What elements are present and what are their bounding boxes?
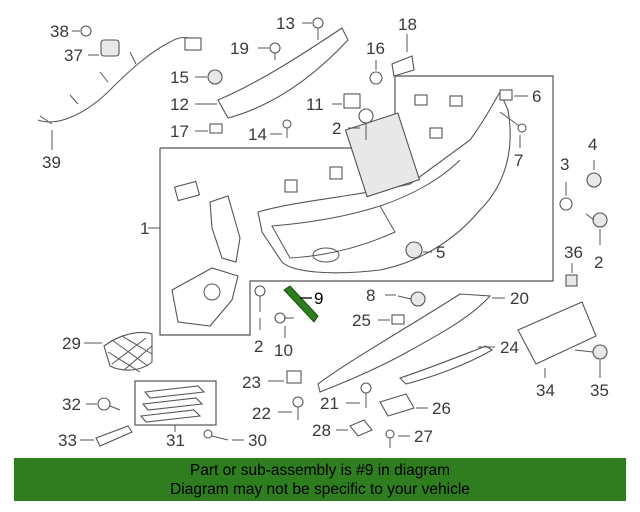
callout-36: 36 (564, 243, 583, 262)
bolt-part-32 (86, 397, 121, 411)
strip-part-33 (95, 425, 133, 447)
callout-32: 32 (62, 395, 81, 414)
bolt-part-8 (385, 291, 426, 307)
callout-4: 4 (588, 135, 597, 154)
clip-part-10 (274, 312, 294, 338)
callout-7: 7 (514, 151, 523, 170)
vehicle-fit-banner: Part or sub-assembly is #9 in diagram Di… (14, 458, 626, 501)
callout-10: 10 (274, 341, 293, 360)
callout-23: 23 (242, 373, 261, 392)
callout-28: 28 (312, 421, 331, 440)
callout-22: 22 (252, 404, 271, 423)
callout-26: 26 (432, 399, 451, 418)
clip-part-25 (378, 314, 405, 325)
screw-part-30 (203, 429, 244, 441)
screw-part-22 (278, 396, 304, 420)
callout-17: 17 (170, 122, 189, 141)
callout-12: 12 (170, 95, 189, 114)
trim-strip-part-12 (217, 27, 349, 119)
bracket-part-9-highlighted (283, 285, 319, 323)
callout-27: 27 (414, 427, 433, 446)
screw-part-27 (385, 429, 410, 448)
callout-3: 3 (560, 155, 569, 174)
clip-part-6 (499, 89, 528, 101)
callout-35: 35 (590, 381, 609, 400)
washer-part-3 (559, 182, 573, 211)
lamp-housing (171, 267, 239, 327)
banner-line-2: Diagram may not be specific to your vehi… (170, 481, 470, 498)
callout-21: 21 (320, 394, 339, 413)
callout-15: 15 (170, 68, 189, 87)
bolt-part-13 (302, 17, 324, 40)
callout-13: 13 (276, 14, 295, 33)
bolt-part-7 (499, 111, 527, 148)
stud-part-19 (258, 42, 281, 60)
fastener-part-2-top (348, 108, 374, 140)
callout-31: 31 (166, 431, 185, 450)
callout-24: 24 (500, 338, 519, 357)
callout-18: 18 (398, 15, 417, 34)
lower-panel-part-20 (317, 293, 492, 393)
bumper-cover (173, 90, 511, 274)
fastener-part-2-left (254, 285, 266, 330)
callout-14: 14 (248, 125, 267, 144)
clip-part-36 (565, 263, 578, 287)
callout-33: 33 (58, 431, 77, 450)
callout-38: 38 (50, 22, 69, 41)
screw-part-21 (346, 382, 372, 408)
callout-2-right: 2 (594, 253, 603, 272)
callout-30: 30 (248, 431, 267, 450)
pad-part-26 (379, 393, 428, 417)
callout-9: 9 (314, 289, 323, 308)
nut-part-4 (586, 160, 602, 188)
washer-part-16 (369, 60, 383, 85)
screw-part-14 (270, 119, 292, 138)
washer-part-38 (80, 25, 92, 37)
bolt-part-2-right (585, 212, 608, 245)
callout-6: 6 (532, 87, 541, 106)
callout-1: 1 (140, 219, 149, 238)
callout-2-left: 2 (254, 337, 263, 356)
plate-bracket-part-34 (517, 301, 597, 365)
clip-part-17 (195, 123, 223, 134)
bolt-part-35 (574, 344, 608, 378)
nut-part-15 (195, 69, 223, 85)
callout-25: 25 (352, 311, 371, 330)
grille-part-24 (398, 345, 494, 385)
callout-29: 29 (62, 334, 81, 353)
callout-8: 8 (366, 286, 375, 305)
nut-part-23 (268, 370, 302, 384)
panel-part-11 (332, 93, 361, 109)
callout-5: 5 (436, 243, 445, 262)
callout-19: 19 (230, 39, 249, 58)
pad-part-18 (391, 34, 415, 77)
callout-39: 39 (42, 153, 61, 172)
callout-34: 34 (536, 381, 555, 400)
clip-part-28 (336, 419, 373, 437)
trim-strips-part-31 (139, 385, 206, 423)
side-bracket (209, 195, 241, 263)
callout-20: 20 (510, 289, 529, 308)
callout-16: 16 (366, 39, 385, 58)
callout-37: 37 (64, 46, 83, 65)
sensor-part-37 (100, 39, 120, 57)
callout-11: 11 (306, 95, 324, 114)
banner-line-1: Part or sub-assembly is #9 in diagram (189, 462, 451, 479)
callout-2-top: 2 (332, 119, 341, 138)
wiring-harness-part-39 (37, 37, 202, 150)
grommet-part-5 (405, 241, 423, 259)
